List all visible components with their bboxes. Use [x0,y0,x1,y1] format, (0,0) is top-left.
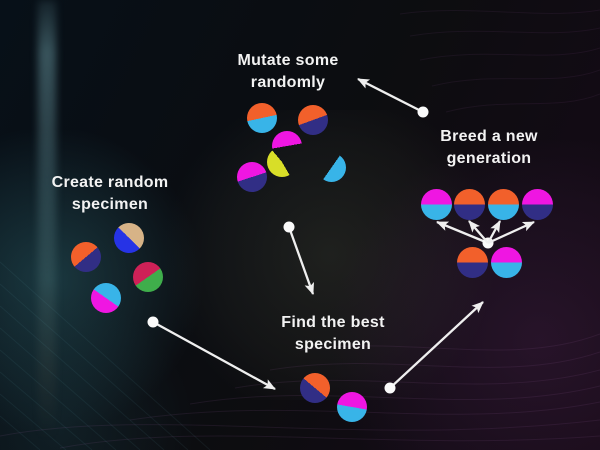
mutate-some-randomly-specimen [316,152,346,182]
find-the-best-specimen-specimen [337,392,367,422]
arrow-find-to-breed [389,301,484,389]
arrow-mutate-to-find [287,226,315,295]
arrow-breed-to-mutate [357,77,424,114]
stage-label-line: randomly [250,74,326,91]
stage-label-breed-new-generation: Breed a new generation [440,126,538,170]
stage-label-create-random-specimen: Create random specimen [52,172,169,216]
breed-new-generation-children-specimen [487,188,519,220]
create-random-specimen-specimen [114,223,144,253]
breed-new-generation-parents-specimen [456,246,488,278]
mutate-some-randomly-specimen [247,103,277,133]
arrow-find-to-breed-origin-dot [384,382,396,394]
stage-label-find-best-specimen: Find the best specimen [281,312,384,356]
stage-label-line: generation [446,150,532,167]
mutate-some-randomly-specimen [267,147,297,177]
create-random-specimen-specimen [91,283,121,313]
arrow-create-to-find-origin-dot [147,316,159,328]
create-random-specimen-specimen [133,262,163,292]
create-random-specimen-specimen [71,242,101,272]
arrow-mutate-to-find-origin-dot [283,221,295,233]
stage-label-line: Mutate some [237,52,339,69]
breed-new-generation-children-specimen [453,188,485,220]
find-the-best-specimen-specimen [300,373,330,403]
arrow-breed-fan-2 [468,220,489,244]
arrow-breed-to-mutate-origin-dot [417,106,429,118]
mutate-some-randomly-specimen [298,105,328,135]
mutate-some-randomly-specimen [237,162,267,192]
stage-label-line: Create random [51,174,169,191]
stage-label-line: specimen [71,196,149,213]
breed-new-generation-children-specimen [420,188,452,220]
arrow-create-to-find [152,320,276,391]
arrow-breed-fan-1 [436,220,489,245]
stage-label-line: Breed a new [440,128,538,145]
breed-new-generation-children-specimen [521,188,553,220]
breed-new-generation-parents-specimen [490,246,522,278]
stage-label-line: specimen [294,336,372,353]
arrow-breed-fan-3 [486,220,502,244]
stage-label-mutate-some-randomly: Mutate some randomly [237,50,338,94]
arrow-breed-fan-4 [487,220,535,245]
stage-label-line: Find the best [281,314,385,331]
